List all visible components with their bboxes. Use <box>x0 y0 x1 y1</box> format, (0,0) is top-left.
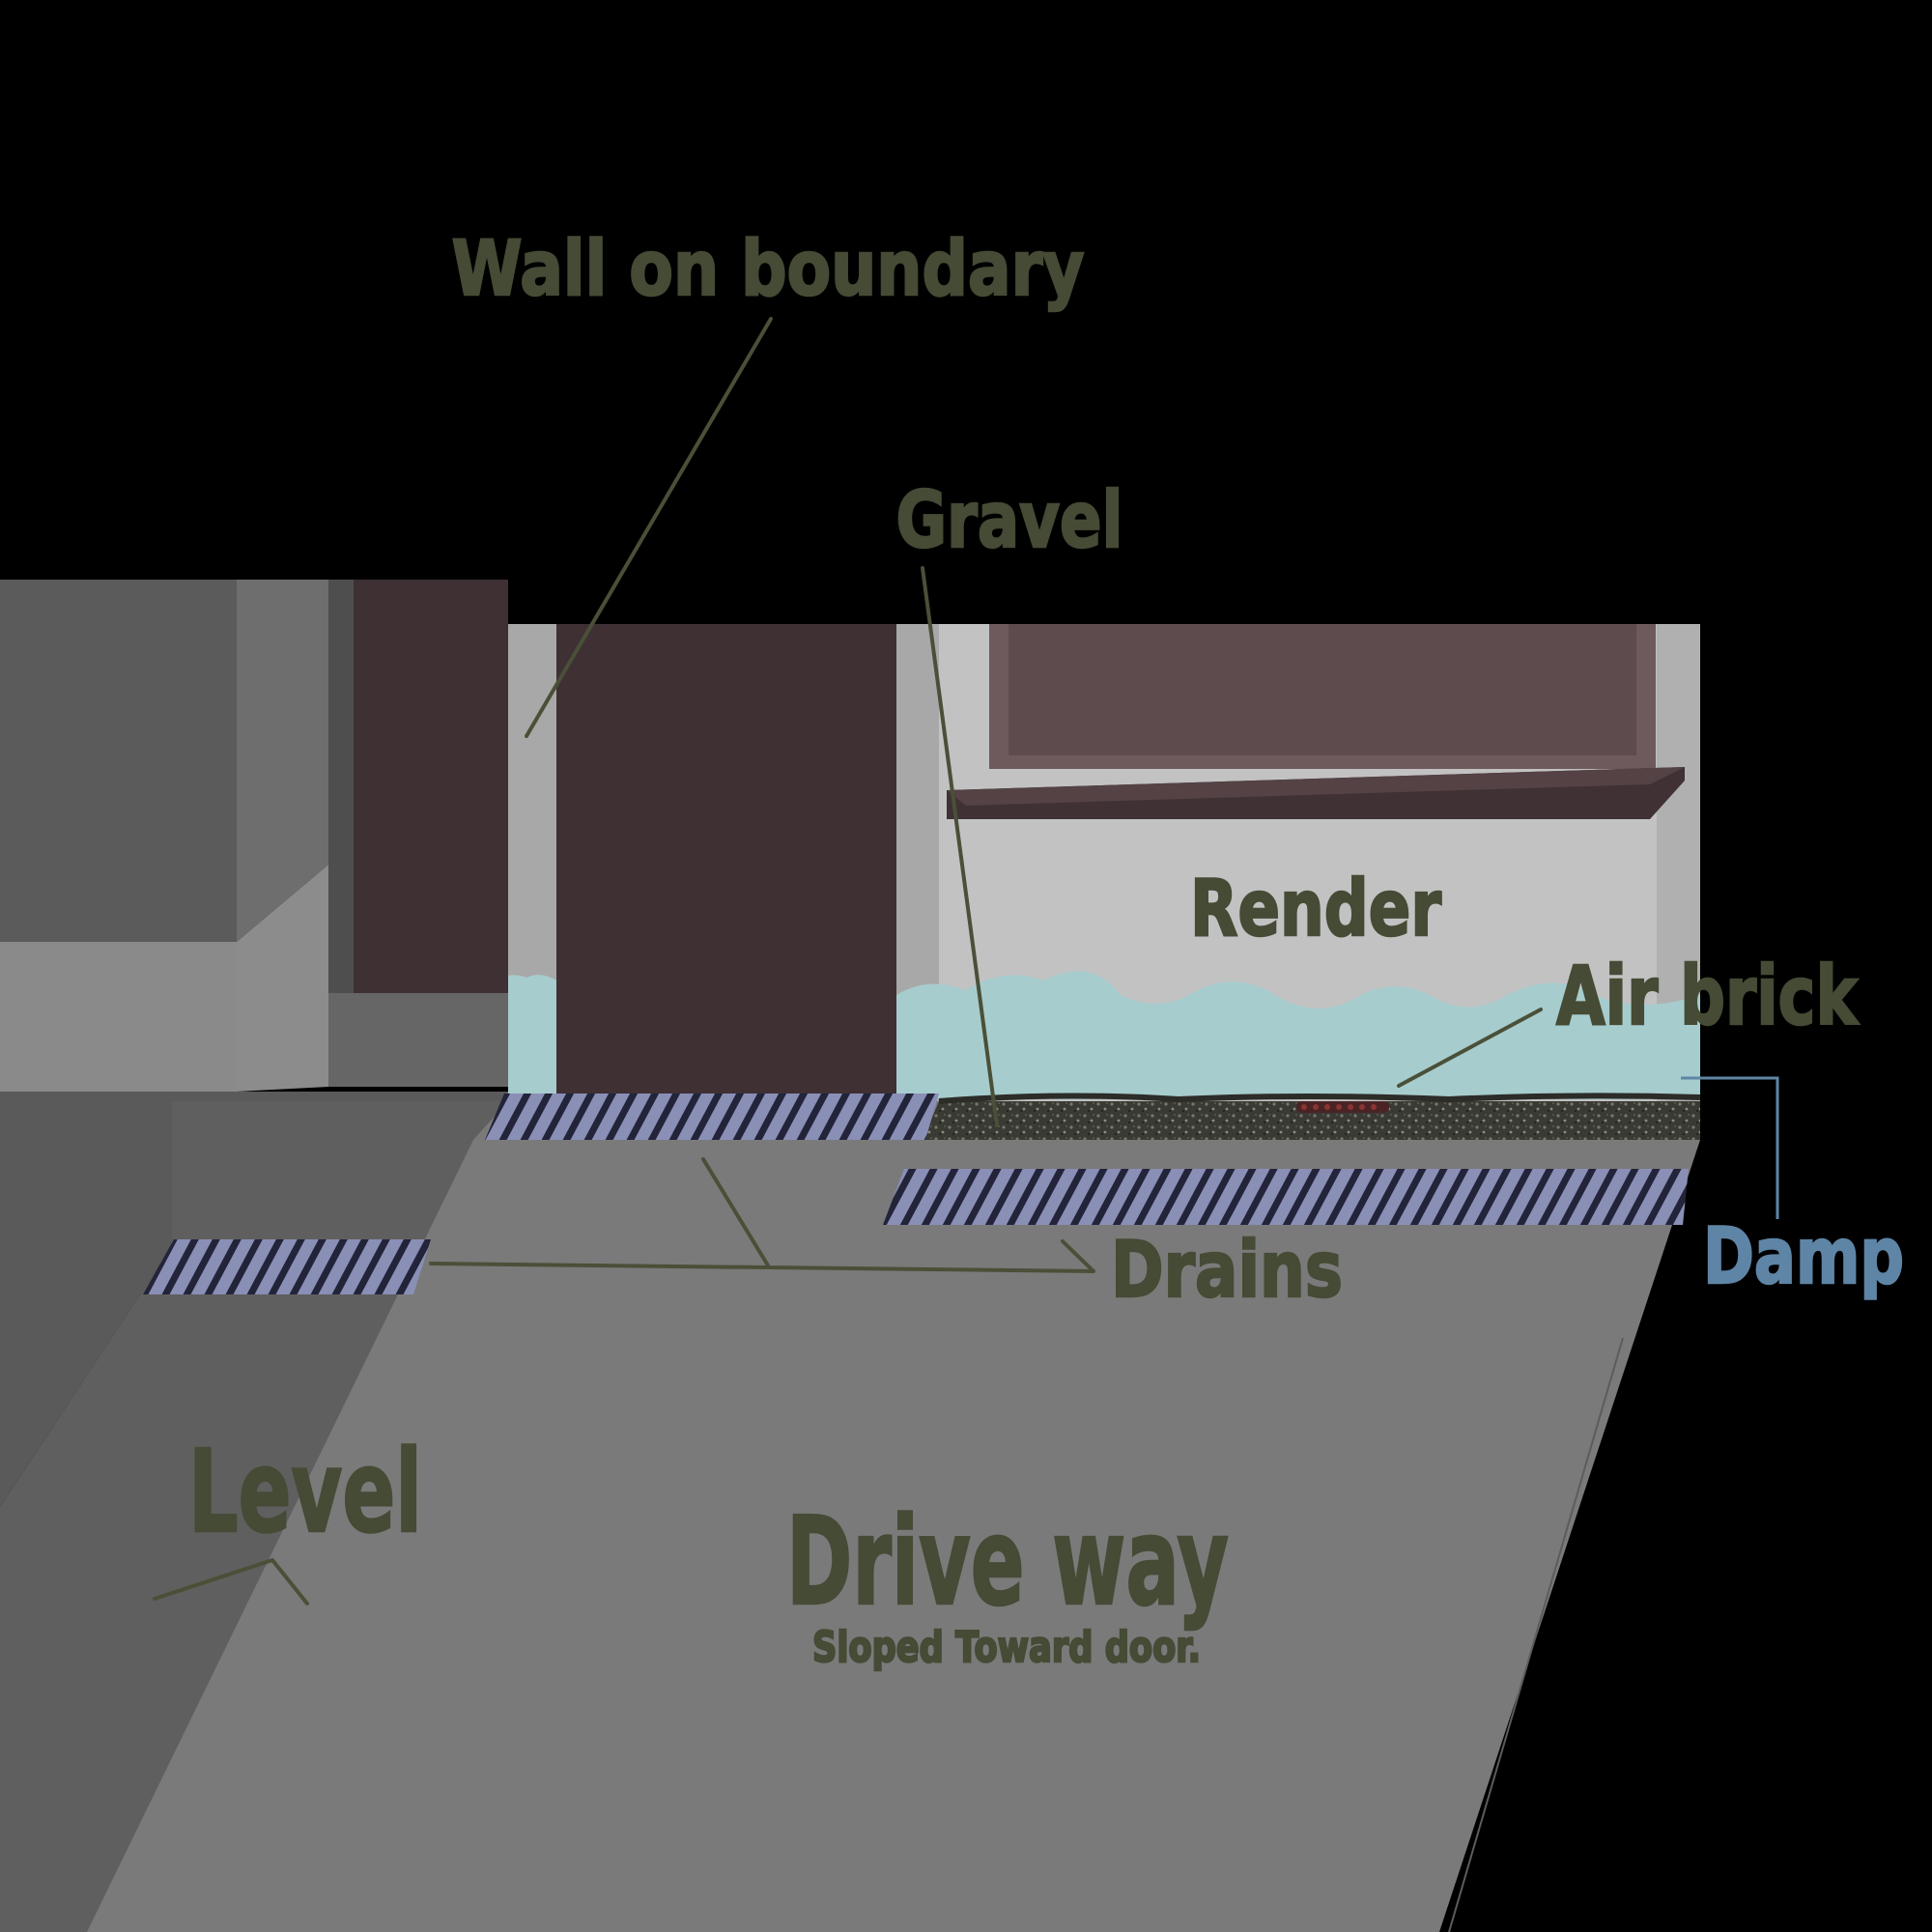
label-wall-on-boundary: Wall on boundary <box>452 226 1085 313</box>
leader-air-brick <box>1397 1008 1543 1088</box>
label-drive-way: Drive way <box>786 1491 1229 1633</box>
leader-drains <box>429 1157 1095 1273</box>
leader-wall <box>525 317 773 738</box>
damp-patch-left <box>508 975 556 1096</box>
garage-door <box>556 624 896 1101</box>
damp-patch-right <box>896 971 1700 1099</box>
drain-garage <box>485 1094 939 1140</box>
leader-level <box>153 1558 309 1605</box>
drain-window <box>883 1169 1689 1225</box>
left-building <box>0 580 508 1092</box>
leader-gravel <box>921 566 999 1127</box>
label-drive-way-note: Sloped Toward door. <box>812 1623 1201 1672</box>
label-damp: Damp <box>1703 1211 1904 1301</box>
driveway <box>87 1101 1700 1932</box>
drain-level <box>143 1239 431 1294</box>
gravel-strip <box>923 1101 1700 1140</box>
air-brick <box>1296 1101 1389 1113</box>
label-air-brick: Air brick <box>1556 949 1860 1043</box>
side-door <box>354 580 508 993</box>
leader-damp <box>1681 1076 1779 1219</box>
leader-lines <box>153 317 1779 1605</box>
label-gravel: Gravel <box>896 475 1123 565</box>
label-level: Level <box>188 1425 422 1558</box>
label-render: Render <box>1190 864 1441 953</box>
label-drains: Drains <box>1111 1225 1343 1315</box>
window <box>947 624 1685 819</box>
level-ground <box>0 1101 508 1932</box>
level-area <box>0 1092 508 1507</box>
